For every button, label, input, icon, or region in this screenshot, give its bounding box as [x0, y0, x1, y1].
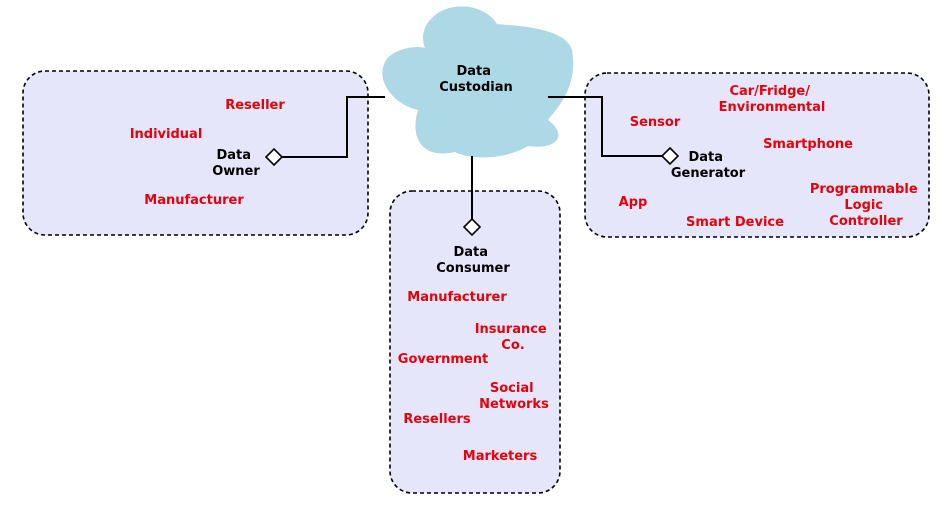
consumer-item-manufacturer: Manufacturer — [407, 290, 507, 305]
generator-diamond — [660, 146, 680, 166]
generator-item-smart-device: Smart Device — [686, 215, 784, 230]
owner-connector — [282, 96, 385, 158]
generator-item-sensor: Sensor — [630, 115, 681, 130]
consumer-item-government: Government — [398, 352, 488, 367]
custodian-label: Data Custodian — [439, 64, 512, 95]
generator-item-app: App — [619, 195, 648, 210]
consumer-item-insurance: Insurance Co. — [475, 322, 552, 353]
generator-group-box — [584, 72, 930, 238]
generator-item-smartphone: Smartphone — [763, 137, 853, 152]
generator-label: Data Generator — [671, 150, 746, 181]
generator-connector — [548, 96, 662, 157]
generator-item-plc: Programmable Logic Controller — [810, 182, 922, 229]
owner-item-individual: Individual — [130, 127, 203, 142]
owner-diamond — [264, 147, 284, 167]
owner-item-reseller: Reseller — [225, 98, 285, 113]
consumer-item-marketers: Marketers — [463, 449, 538, 464]
owner-group-box — [22, 70, 369, 236]
consumer-diamond — [462, 217, 482, 237]
owner-item-manufacturer: Manufacturer — [144, 193, 244, 208]
owner-label: Data Owner — [212, 148, 260, 179]
consumer-group-box — [389, 190, 561, 494]
consumer-label: Data Consumer — [436, 245, 510, 276]
consumer-item-social-networks: Social Networks — [479, 381, 549, 412]
generator-item-car-fridge: Car/Fridge/ Environmental — [719, 84, 826, 115]
consumer-item-resellers: Resellers — [403, 412, 471, 427]
custodian-cloud — [382, 6, 574, 158]
